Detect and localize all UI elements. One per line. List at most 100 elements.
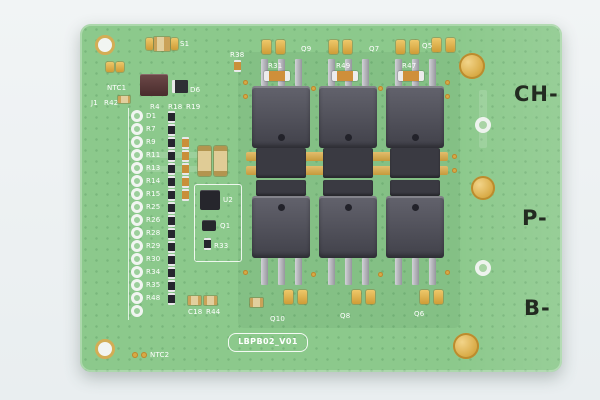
chip-resistor <box>168 280 175 292</box>
chip-resistor <box>168 176 175 188</box>
solder-pad <box>352 290 361 304</box>
component-s1 <box>154 37 170 51</box>
via-dot <box>243 94 248 99</box>
capacitor-tantalum <box>214 146 227 176</box>
mosfet-pin <box>395 258 402 285</box>
designator-label: Q5 <box>422 42 433 50</box>
designator-label: R13 <box>146 164 161 172</box>
chip-resistor <box>234 60 241 72</box>
solder-pad <box>146 38 153 50</box>
designator-label: S1 <box>180 40 190 48</box>
capacitor-tantalum <box>198 146 211 176</box>
plated-hole <box>475 260 491 276</box>
chip-resistor <box>168 189 175 201</box>
mosfet-tab <box>323 148 373 178</box>
via-dot <box>452 154 457 159</box>
mosfet-pin <box>295 59 302 86</box>
mounting-hole <box>95 339 115 359</box>
diode-d6 <box>172 80 188 93</box>
chip-resistor <box>204 238 211 250</box>
designator-label: R30 <box>146 255 161 263</box>
connector-pad <box>131 123 143 135</box>
designator-label: R48 <box>146 294 161 302</box>
via-dot <box>378 86 383 91</box>
mosfet-pin <box>345 258 352 285</box>
mosfet-dot <box>345 204 352 211</box>
pcb-board: CH- P- B- <box>80 24 562 372</box>
chip-resistor <box>168 254 175 266</box>
designator-label: Q8 <box>340 312 351 320</box>
chip-resistor <box>168 150 175 162</box>
connector-pad <box>131 149 143 161</box>
chip-resistor <box>264 71 290 81</box>
via-dot <box>311 86 316 91</box>
solder-pad <box>366 290 375 304</box>
connector-pad <box>131 175 143 187</box>
mounting-hole <box>95 35 115 55</box>
chip-diode <box>168 111 175 123</box>
mosfet-tab <box>256 148 306 178</box>
solder-pad <box>262 40 271 54</box>
mosfet-dot <box>412 204 419 211</box>
connector-pad <box>131 253 143 265</box>
designator-label: R15 <box>146 190 161 198</box>
mosfet-bottom-1 <box>252 180 310 285</box>
inductor-component <box>140 74 168 96</box>
solder-pad <box>396 40 405 54</box>
board-edge-highlight <box>452 24 562 372</box>
solder-pad <box>141 352 147 358</box>
mosfet-pin <box>278 258 285 285</box>
via-dot <box>445 80 450 85</box>
designator-label: R42 <box>104 99 119 107</box>
mosfet-top-1 <box>252 59 310 178</box>
chip-resistor <box>118 96 130 103</box>
mosfet-pin <box>295 258 302 285</box>
chip-resistor <box>168 124 175 136</box>
terminal-label-ch: CH- <box>514 82 559 106</box>
designator-label: R4 <box>150 103 160 111</box>
chip-resistor <box>168 163 175 175</box>
solder-pad <box>446 38 455 52</box>
mosfet-pin <box>328 59 335 86</box>
designator-label: U2 <box>223 196 233 204</box>
designator-label: Q10 <box>270 315 286 323</box>
designator-label: R47 <box>402 62 417 70</box>
mosfet-tab <box>256 180 306 196</box>
mosfet-dot <box>412 134 419 141</box>
designator-label: R38 <box>230 51 245 59</box>
mosfet-dot <box>278 134 285 141</box>
chip-resistor <box>168 241 175 253</box>
mosfet-tab <box>390 180 440 196</box>
designator-label: R35 <box>146 281 161 289</box>
connector-pad <box>131 292 143 304</box>
chip-resistor <box>182 163 189 175</box>
connector-pad <box>131 136 143 148</box>
terminal-label-b: B- <box>524 296 551 320</box>
chip-component <box>250 298 263 307</box>
terminal-pad-b <box>453 333 479 359</box>
transistor-q1 <box>202 220 216 231</box>
designator-label: R31 <box>268 62 283 70</box>
mosfet-tab <box>323 180 373 196</box>
terminal-pad-ch <box>459 53 485 79</box>
designator-label: R33 <box>214 242 229 250</box>
solder-pad <box>329 40 338 54</box>
chip-resistor <box>168 228 175 240</box>
via-dot <box>378 272 383 277</box>
connector-pad <box>131 305 143 317</box>
chip-resistor <box>204 296 217 305</box>
mosfet-dot <box>345 134 352 141</box>
designator-label: R34 <box>146 268 161 276</box>
silkscreen-outline <box>194 184 242 262</box>
mosfet-pin <box>328 258 335 285</box>
chip-resistor <box>168 293 175 305</box>
mosfet-pin <box>362 59 369 86</box>
mosfet-tab <box>390 148 440 178</box>
designator-label: Q9 <box>301 45 312 53</box>
solder-pad <box>132 352 138 358</box>
terminal-label-p: P- <box>522 206 548 230</box>
designator-label: Q6 <box>414 310 425 318</box>
designator-label: J1 <box>91 99 98 107</box>
board-version-label: LBPB02_V01 <box>228 333 308 352</box>
